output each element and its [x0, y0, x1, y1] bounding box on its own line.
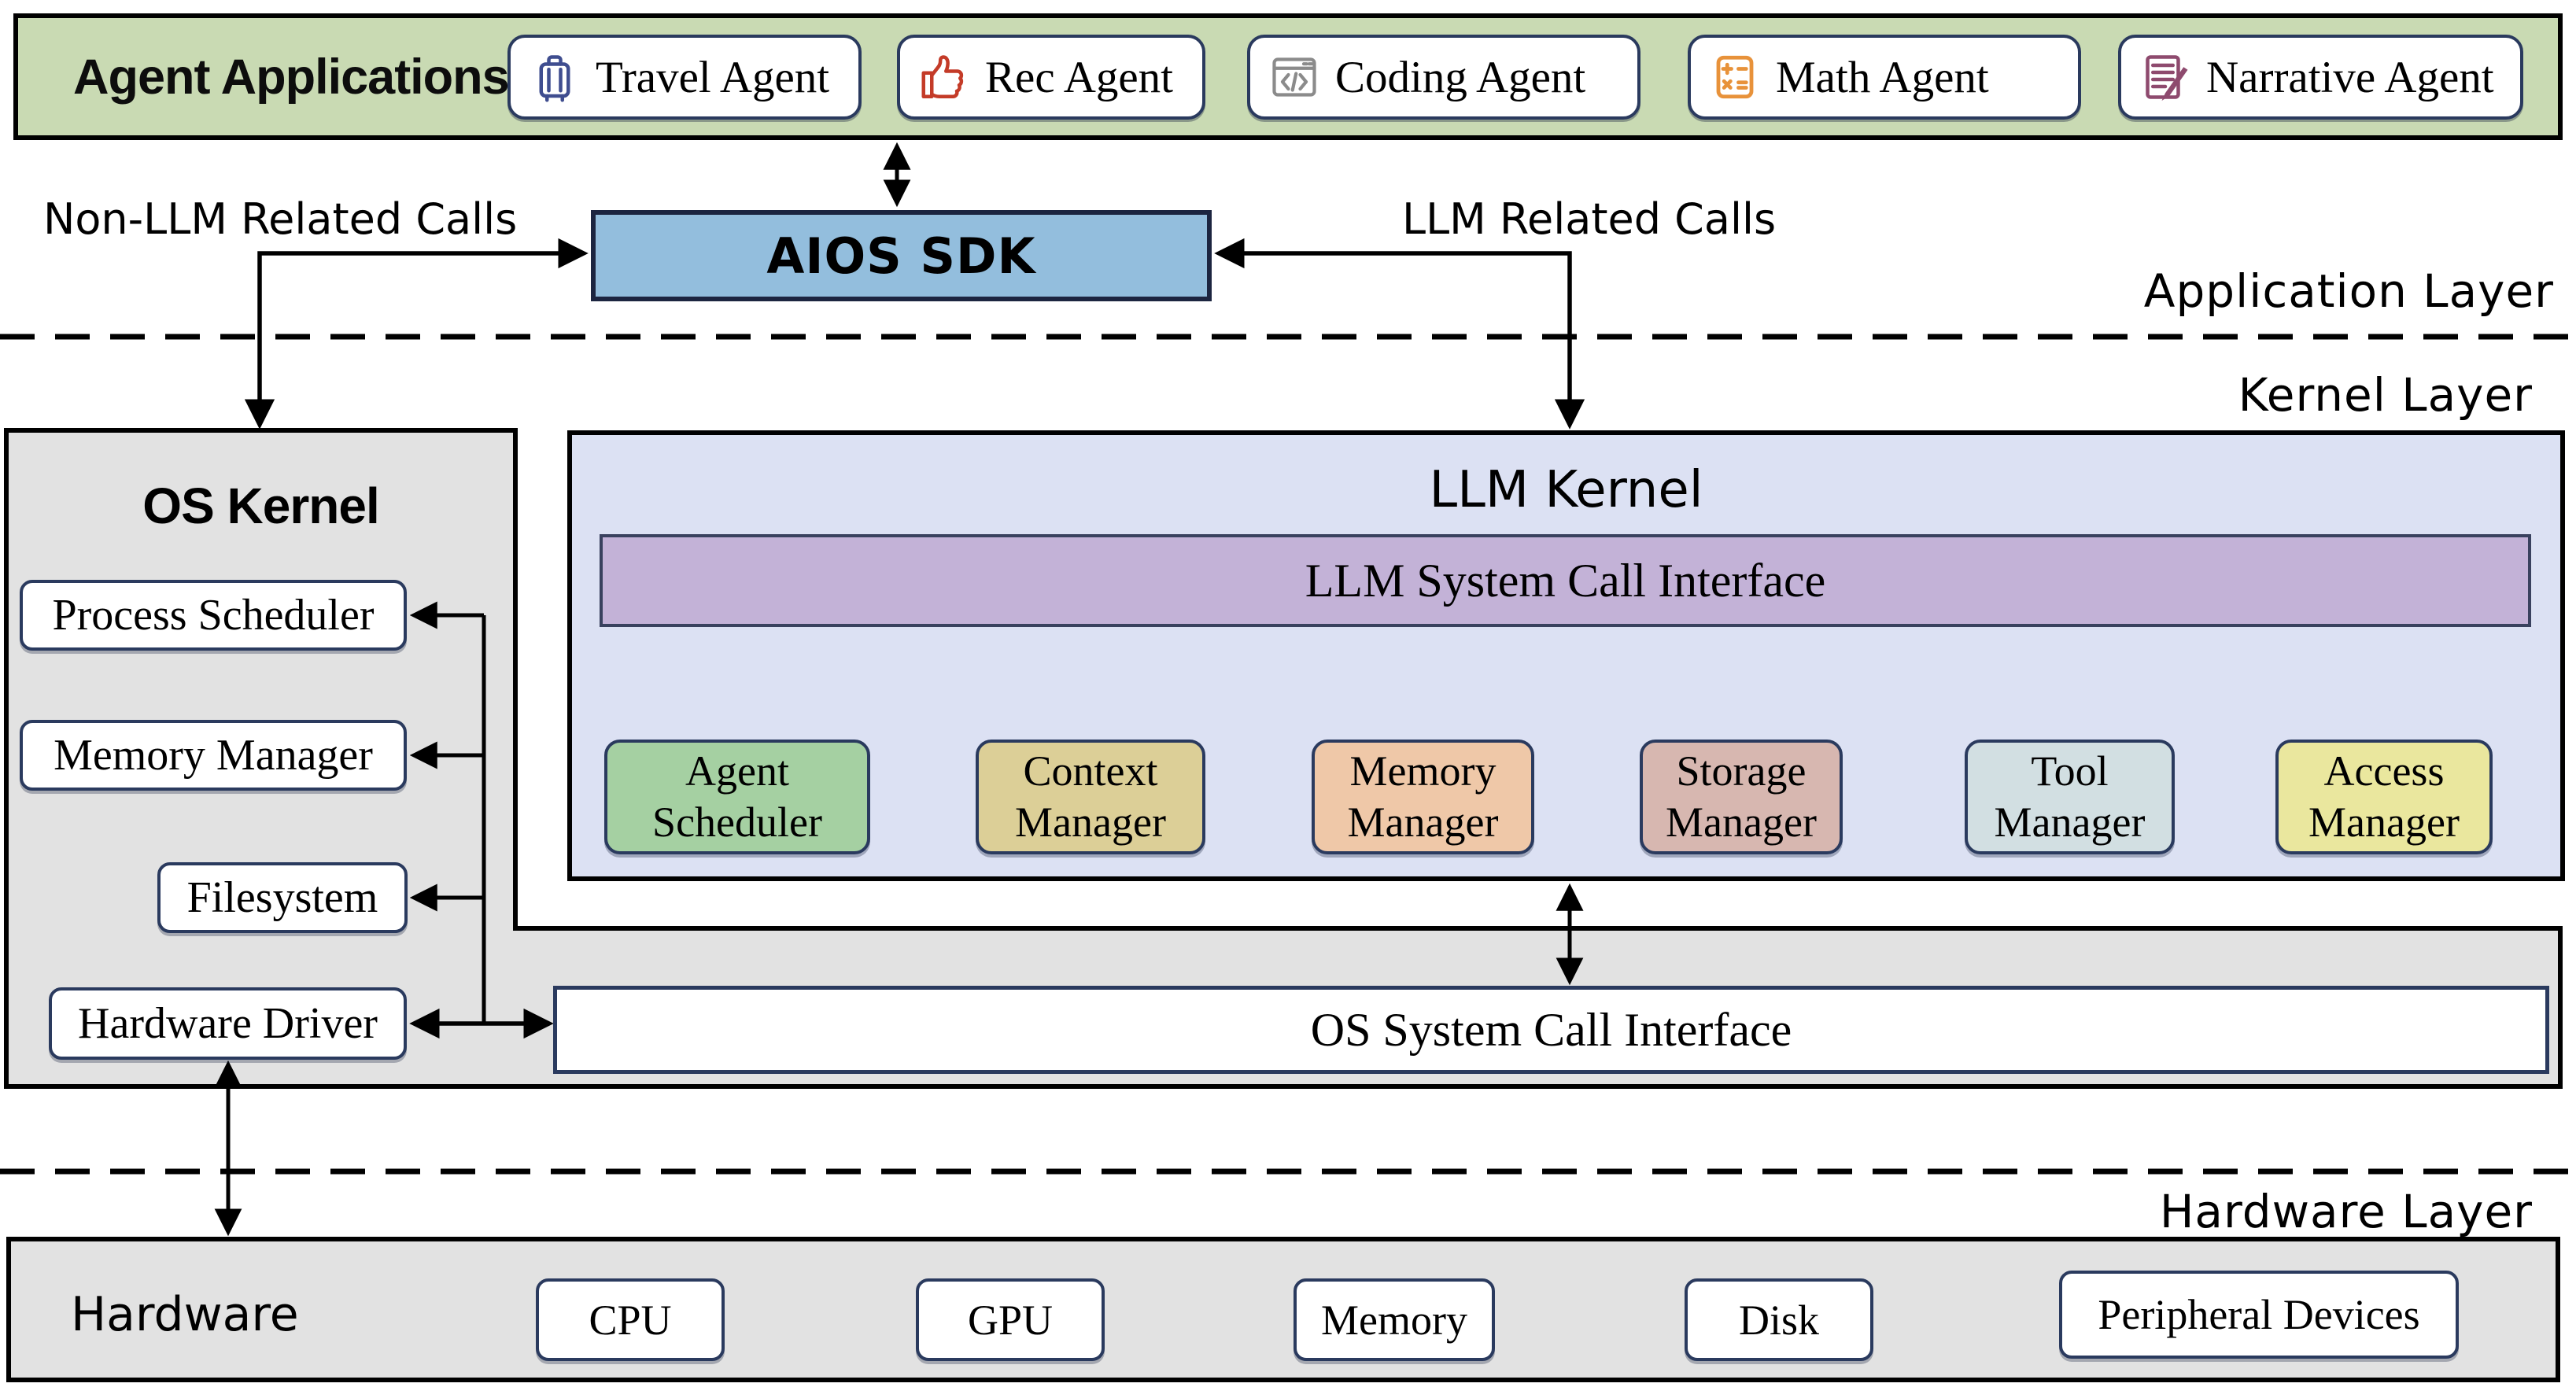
disk-label: Disk	[1738, 1296, 1819, 1344]
tool-manager-box: Tool Manager	[1965, 740, 2175, 854]
llm-calls-label: LLM Related Calls	[1402, 194, 1777, 244]
code-window-icon	[1272, 57, 1316, 97]
os-system-call-interface-label: OS System Call Interface	[1310, 1003, 1792, 1056]
agent-button-label: Coding Agent	[1335, 52, 1586, 102]
aios-sdk-label: AIOS SDK	[766, 227, 1036, 285]
arrow-non-llm-calls	[244, 238, 589, 430]
process-scheduler-label: Process Scheduler	[52, 591, 375, 640]
memory-box: Memory	[1294, 1278, 1495, 1361]
hardware-driver-label: Hardware Driver	[78, 999, 378, 1048]
storage-manager-label: Storage Manager	[1666, 747, 1817, 846]
agent-scheduler-box: Agent Scheduler	[604, 740, 870, 854]
context-manager-label: Context Manager	[1015, 747, 1166, 846]
travel-agent-button: Travel Agent	[507, 35, 862, 120]
agent-button-label: Math Agent	[1776, 52, 1989, 102]
llm-kernel-title: LLM Kernel	[1429, 461, 1703, 519]
aios-sdk-box: AIOS SDK	[591, 210, 1212, 301]
llm-system-call-interface-label: LLM System Call Interface	[1305, 554, 1826, 607]
non-llm-calls-label: Non-LLM Related Calls	[43, 194, 518, 244]
agent-applications-title: Agent Applications	[73, 49, 510, 105]
hardware-driver-box: Hardware Driver	[49, 987, 407, 1060]
narrative-agent-button: Narrative Agent	[2118, 35, 2523, 120]
cpu-label: CPU	[589, 1296, 672, 1344]
filesystem-box: Filesystem	[157, 862, 408, 933]
access-manager-label: Access Manager	[2308, 747, 2460, 846]
hardware-title: Hardware	[71, 1287, 299, 1342]
rec-agent-button: Rec Agent	[897, 35, 1205, 120]
tool-manager-label: Tool Manager	[1994, 747, 2146, 846]
os-system-call-interface-bar: OS System Call Interface	[553, 986, 2549, 1074]
agent-applications-bar: Agent Applications Travel Agent Rec Agen…	[13, 13, 2563, 140]
gpu-box: GPU	[916, 1278, 1105, 1361]
cpu-box: CPU	[536, 1278, 725, 1361]
storage-manager-box: Storage Manager	[1640, 740, 1843, 854]
disk-box: Disk	[1685, 1278, 1873, 1361]
os-kernel-title: OS Kernel	[142, 478, 379, 534]
agent-scheduler-label: Agent Scheduler	[652, 747, 822, 846]
memory-manager-os-label: Memory Manager	[54, 731, 373, 780]
memory-manager-os-box: Memory Manager	[20, 720, 407, 791]
agent-button-label: Rec Agent	[985, 52, 1174, 102]
memory-manager-llm-box: Memory Manager	[1312, 740, 1534, 854]
access-manager-box: Access Manager	[2275, 740, 2493, 854]
gpu-label: GPU	[967, 1296, 1054, 1344]
llm-kernel-box	[567, 430, 2565, 881]
agent-button-label: Travel Agent	[596, 52, 830, 102]
llm-system-call-interface-bar: LLM System Call Interface	[600, 534, 2531, 627]
math-agent-button: Math Agent	[1688, 35, 2081, 120]
filesystem-label: Filesystem	[186, 873, 378, 922]
calculator-icon	[1716, 55, 1754, 99]
context-manager-box: Context Manager	[976, 740, 1205, 854]
agent-button-label: Narrative Agent	[2206, 52, 2494, 102]
coding-agent-button: Coding Agent	[1247, 35, 1640, 120]
memory-manager-llm-label: Memory Manager	[1347, 747, 1499, 846]
application-layer-label: Application Layer	[2143, 264, 2554, 318]
document-pen-icon	[2146, 55, 2188, 101]
memory-label: Memory	[1321, 1296, 1467, 1344]
thumbs-up-icon	[921, 55, 964, 98]
peripheral-devices-box: Peripheral Devices	[2059, 1271, 2459, 1359]
process-scheduler-box: Process Scheduler	[20, 580, 407, 651]
kernel-layer-label: Kernel Layer	[2238, 368, 2533, 422]
luggage-icon	[539, 55, 570, 102]
peripheral-devices-label: Peripheral Devices	[2098, 1291, 2420, 1338]
hardware-layer-label: Hardware Layer	[2159, 1185, 2533, 1238]
arrow-llm-calls	[1214, 238, 1585, 430]
